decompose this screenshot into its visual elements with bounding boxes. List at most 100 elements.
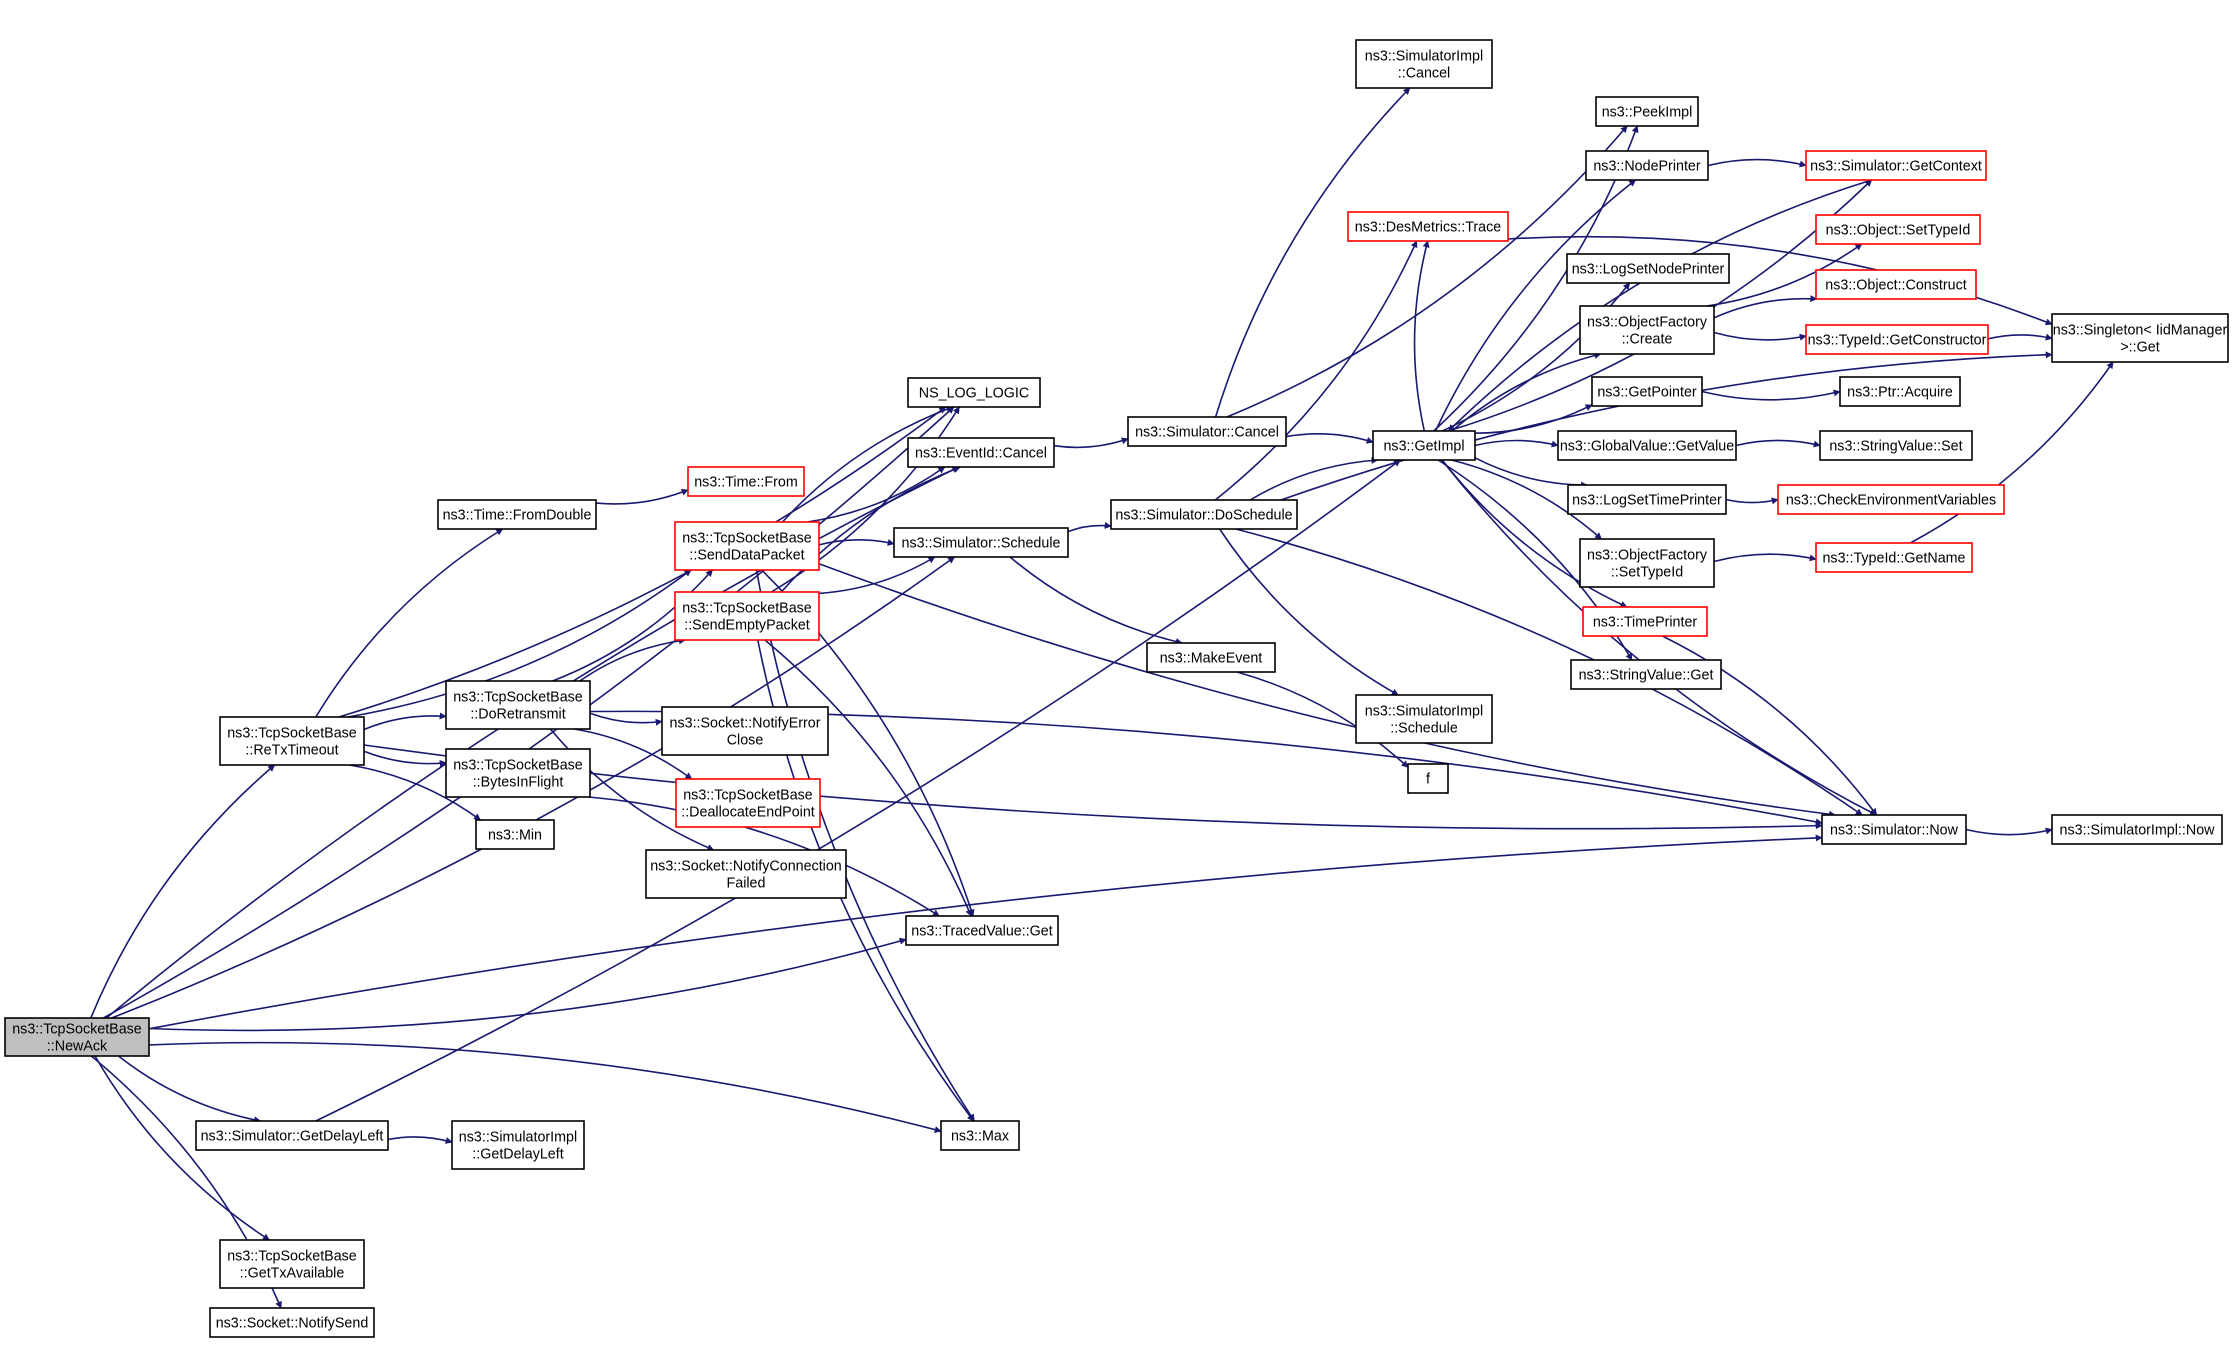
edge-retxtimeout-to-time_fromdouble	[315, 528, 504, 718]
node-box	[1557, 430, 1737, 461]
node-sim_cancel[interactable]: ns3::Simulator::Cancel	[1127, 416, 1287, 447]
node-label: ns3::MakeEvent	[1160, 651, 1263, 667]
node-box	[451, 1120, 585, 1170]
node-sim_now[interactable]: ns3::Simulator::Now	[1821, 814, 1967, 845]
edge-doretransmit-to-notifyconnectionfailed	[549, 728, 715, 851]
node-newack[interactable]: ns3::TcpSocketBase::NewAck	[4, 1017, 150, 1057]
node-label: ns3::LogSetNodePrinter	[1572, 262, 1725, 278]
node-label: ns3::Simulator::Now	[1830, 823, 1959, 839]
node-label: ::Create	[1622, 332, 1673, 348]
node-box	[1355, 694, 1493, 744]
edge-sim_getdelayleft-to-getimpl	[315, 459, 1401, 1122]
node-label: ::NewAck	[47, 1039, 108, 1055]
node-label: ns3::TcpSocketBase	[683, 788, 813, 804]
node-label: ::SendEmptyPacket	[684, 618, 810, 634]
node-box	[219, 716, 365, 766]
node-doretransmit[interactable]: ns3::TcpSocketBase::DoRetransmit	[445, 680, 591, 730]
node-objectfactory_create[interactable]: ns3::ObjectFactory::Create	[1579, 305, 1715, 355]
edge-sim_getdelayleft-to-simimpl_getdelayleft	[387, 1136, 453, 1144]
node-box	[905, 915, 1059, 946]
node-deallocateendpoint[interactable]: ns3::TcpSocketBase::DeallocateEndPoint	[675, 778, 821, 828]
node-object_settypeid[interactable]: ns3::Object::SetTypeId	[1815, 214, 1981, 245]
node-time_fromdouble[interactable]: ns3::Time::FromDouble	[437, 499, 597, 530]
node-ptr_acquire[interactable]: ns3::Ptr::Acquire	[1839, 376, 1961, 407]
node-sim_schedule[interactable]: ns3::Simulator::Schedule	[893, 527, 1069, 558]
node-box	[437, 499, 597, 530]
edge-sim_now-to-simimpl_now	[1965, 827, 2053, 836]
node-sendemptypacket[interactable]: ns3::TcpSocketBase::SendEmptyPacket	[674, 591, 820, 641]
node-bytesinflight[interactable]: ns3::TcpSocketBase::BytesInFlight	[445, 748, 591, 798]
node-senddatapacket[interactable]: ns3::TcpSocketBase::SendDataPacket	[674, 521, 820, 571]
node-label: ns3::SimulatorImpl	[1365, 704, 1483, 720]
node-sim_doschedule[interactable]: ns3::Simulator::DoSchedule	[1110, 499, 1298, 530]
node-time_from[interactable]: ns3::Time::From	[687, 466, 805, 497]
node-peekimpl[interactable]: ns3::PeekImpl	[1595, 96, 1699, 127]
node-box	[1839, 376, 1961, 407]
node-eventid_cancel[interactable]: ns3::EventId::Cancel	[907, 437, 1055, 468]
node-getimpl[interactable]: ns3::GetImpl	[1372, 430, 1476, 461]
node-typeid_getconstructor[interactable]: ns3::TypeId::GetConstructor	[1805, 324, 1989, 355]
node-label: ns3::TcpSocketBase	[453, 690, 583, 706]
node-getpointer[interactable]: ns3::GetPointer	[1591, 376, 1703, 407]
edge-eventid_cancel-to-sim_cancel	[1053, 437, 1129, 449]
node-label: ns3::Ptr::Acquire	[1847, 385, 1953, 401]
node-box	[1821, 814, 1967, 845]
node-label: ns3::Socket::NotifyError	[670, 716, 821, 732]
node-label: ns3::TracedValue::Get	[911, 924, 1052, 940]
node-label: ns3::Time::FromDouble	[443, 508, 592, 524]
node-box	[475, 819, 555, 850]
node-tracedvalue_get[interactable]: ns3::TracedValue::Get	[905, 915, 1059, 946]
edge-sim_doschedule-to-getimpl	[1249, 456, 1379, 501]
node-ns_log_logic[interactable]: NS_LOG_LOGIC	[907, 377, 1041, 408]
edge-logsettimeprinter-to-checkenvvars	[1725, 497, 1779, 505]
node-label: ns3::CheckEnvironmentVariables	[1786, 493, 1996, 509]
node-object_construct[interactable]: ns3::Object::Construct	[1815, 269, 1977, 300]
node-label: Failed	[727, 876, 766, 892]
edge-getimpl-to-globalvalue_getvalue	[1474, 439, 1559, 448]
node-min[interactable]: ns3::Min	[475, 819, 555, 850]
node-retxtimeout[interactable]: ns3::TcpSocketBase::ReTxTimeout	[219, 716, 365, 766]
node-box	[1347, 211, 1509, 242]
node-box	[1110, 499, 1298, 530]
node-makeevent[interactable]: ns3::MakeEvent	[1146, 642, 1276, 673]
node-sim_getcontext[interactable]: ns3::Simulator::GetContext	[1805, 150, 1987, 181]
node-box	[645, 849, 847, 899]
edge-bytesinflight-to-tracedvalue_get	[588, 796, 940, 917]
node-simimpl_now[interactable]: ns3::SimulatorImpl::Now	[2051, 814, 2223, 845]
node-checkenvvars[interactable]: ns3::CheckEnvironmentVariables	[1777, 484, 2005, 515]
node-label: ns3::Max	[951, 1129, 1009, 1145]
node-desmetrics_trace[interactable]: ns3::DesMetrics::Trace	[1347, 211, 1509, 242]
node-simimpl_schedule[interactable]: ns3::SimulatorImpl::Schedule	[1355, 694, 1493, 744]
edge-desmetrics_trace-to-singleton_get	[1507, 235, 2053, 326]
node-max[interactable]: ns3::Max	[940, 1120, 1020, 1151]
node-box	[1567, 484, 1727, 515]
node-box	[1579, 538, 1715, 588]
node-simimpl_cancel[interactable]: ns3::SimulatorImpl::Cancel	[1355, 39, 1493, 89]
node-simimpl_getdelayleft[interactable]: ns3::SimulatorImpl::GetDelayLeft	[451, 1120, 585, 1170]
node-notifysend[interactable]: ns3::Socket::NotifySend	[209, 1307, 375, 1338]
node-sim_getdelayleft[interactable]: ns3::Simulator::GetDelayLeft	[195, 1120, 389, 1151]
node-typeid_getname[interactable]: ns3::TypeId::GetName	[1815, 542, 1973, 573]
node-logsettimeprinter[interactable]: ns3::LogSetTimePrinter	[1567, 484, 1727, 515]
node-timeprinter[interactable]: ns3::TimePrinter	[1582, 606, 1708, 637]
node-f[interactable]: f	[1407, 763, 1449, 794]
node-gettxavailable[interactable]: ns3::TcpSocketBase::GetTxAvailable	[219, 1239, 365, 1289]
node-label: ns3::SimulatorImpl	[1365, 49, 1483, 65]
node-globalvalue_getvalue[interactable]: ns3::GlobalValue::GetValue	[1557, 430, 1737, 461]
edge-sim_schedule-to-makeevent	[1009, 556, 1183, 645]
node-logsetnodeprinter[interactable]: ns3::LogSetNodePrinter	[1566, 253, 1730, 284]
node-stringvalue_get[interactable]: ns3::StringValue::Get	[1570, 659, 1722, 690]
node-box	[1570, 659, 1722, 690]
node-objectfactory_settypeid[interactable]: ns3::ObjectFactory::SetTypeId	[1579, 538, 1715, 588]
node-singleton_get[interactable]: ns3::Singleton< IidManager>::Get	[2051, 313, 2229, 363]
node-label: ::SetTypeId	[1611, 565, 1683, 581]
edge-globalvalue_getvalue-to-stringvalue_set	[1735, 439, 1821, 448]
edge-getimpl-to-desmetrics_trace	[1413, 240, 1430, 432]
edge-objectfactory_create-to-object_settypeid	[1706, 243, 1863, 307]
node-nodeprinter[interactable]: ns3::NodePrinter	[1585, 150, 1709, 181]
node-box	[1146, 642, 1276, 673]
node-label: ns3::GetImpl	[1383, 439, 1464, 455]
node-stringvalue_set[interactable]: ns3::StringValue::Set	[1819, 430, 1973, 461]
